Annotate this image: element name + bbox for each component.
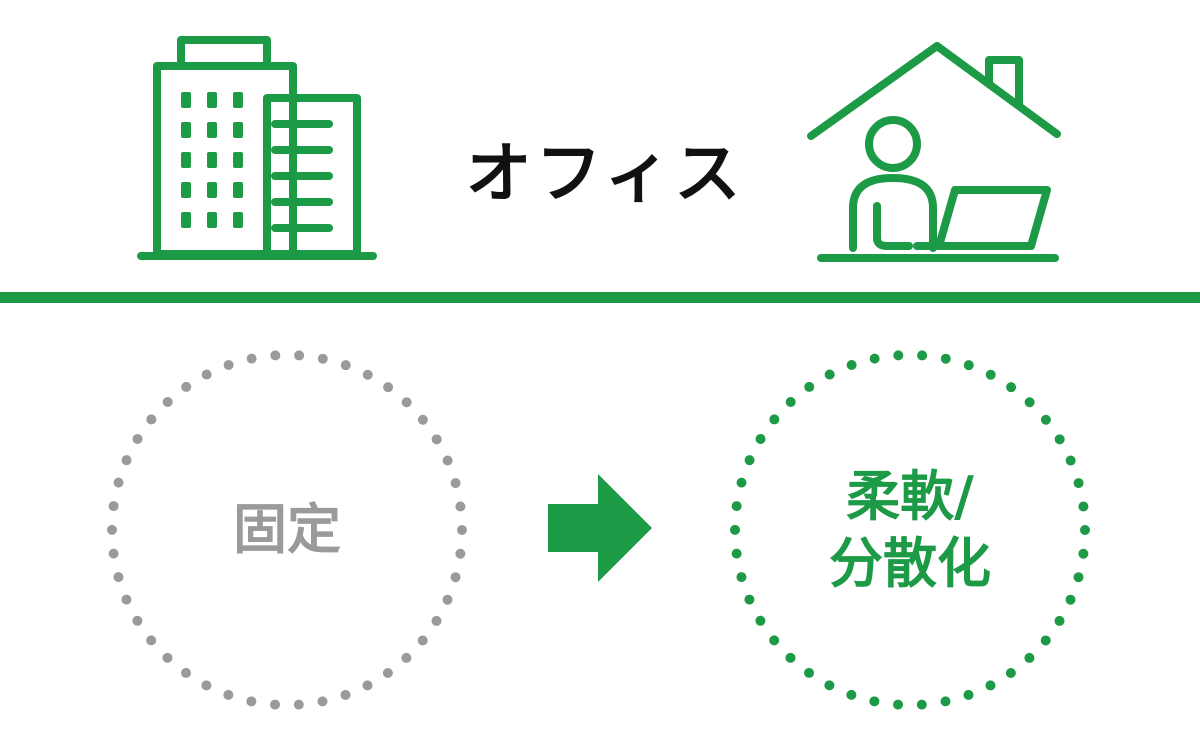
after-dotted-circle: [730, 350, 1090, 710]
right-arrow-icon: [548, 474, 652, 582]
after-label: 柔軟/ 分散化: [735, 355, 1085, 705]
home-office-worker-icon: [807, 42, 1061, 262]
before-dotted-circle: [107, 350, 467, 710]
before-label: 固定: [112, 355, 462, 705]
after-label-line2: 分散化: [829, 532, 991, 595]
before-label-text: 固定: [233, 498, 341, 562]
after-label-line1: 柔軟/: [846, 464, 974, 528]
title-office: オフィス: [465, 135, 745, 212]
divider-line: [0, 292, 1200, 303]
office-building-icon: [137, 36, 377, 260]
